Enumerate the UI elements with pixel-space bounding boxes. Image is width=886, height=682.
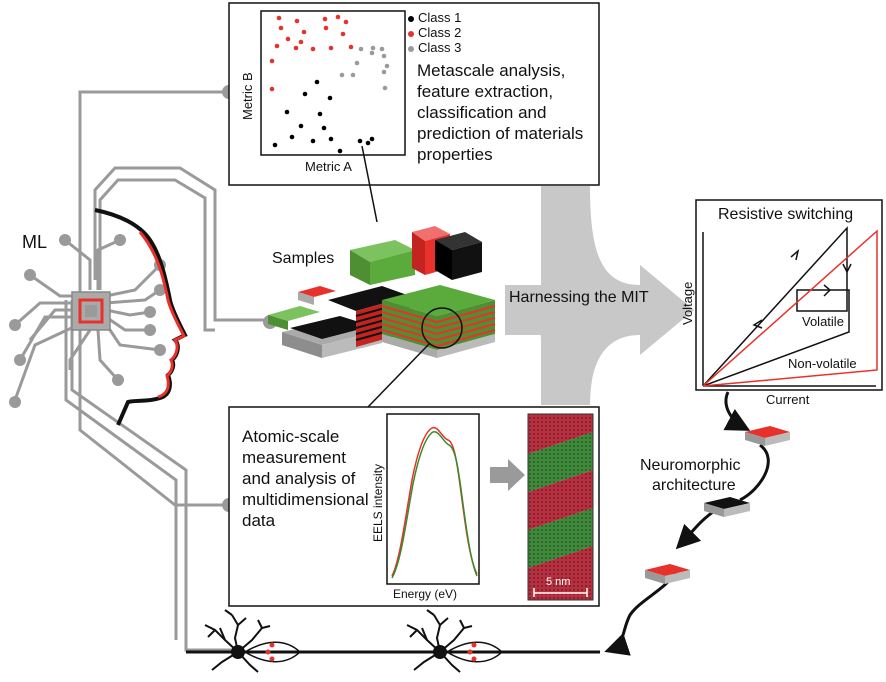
scatter-point xyxy=(337,148,343,154)
scatter-points xyxy=(269,14,390,154)
switching-panel xyxy=(695,199,883,391)
scatter-point xyxy=(310,138,316,144)
scatter-point xyxy=(310,46,316,52)
scatter-point xyxy=(370,45,376,51)
scatter-point xyxy=(350,72,356,78)
scatter-point xyxy=(323,25,329,31)
scatter-point xyxy=(327,95,333,101)
switching-title: Resistive switching xyxy=(718,206,854,223)
neuron-1 xyxy=(204,609,302,673)
curve-direction-arrows xyxy=(752,248,852,329)
scatter-point xyxy=(298,123,304,129)
scatter-point xyxy=(381,69,387,75)
current-axis-label: Current xyxy=(766,392,810,407)
scatter-point xyxy=(269,86,275,92)
scatter-point xyxy=(348,44,354,50)
voltage-axis-label: Voltage xyxy=(680,281,695,325)
atomic-lattice-image xyxy=(527,413,594,601)
scatter-point xyxy=(381,53,387,59)
scatter-point xyxy=(328,136,334,142)
legend-class-1: Class 1 xyxy=(408,10,461,25)
eels-intensity-label: EELS intensity xyxy=(371,463,385,542)
scatter-point xyxy=(335,14,341,20)
scatter-point xyxy=(339,72,345,78)
neuromorphic-label: Neuromorphic architecture xyxy=(640,457,741,494)
scatter-point xyxy=(314,79,320,85)
scatter-point xyxy=(354,60,360,66)
circuit-wires xyxy=(64,90,270,652)
neuron-2 xyxy=(406,609,504,673)
eels-plot-frame xyxy=(386,413,480,585)
nonvolatile-label: Non-volatile xyxy=(788,356,857,371)
neuron-network xyxy=(186,609,600,673)
neuromorphic-chain xyxy=(604,391,790,656)
scatter-point xyxy=(294,18,300,24)
scatter-point xyxy=(298,39,304,45)
scatter-point xyxy=(289,134,295,140)
scatter-point xyxy=(322,16,328,22)
scatter-point xyxy=(384,63,390,69)
ml-label: ML xyxy=(22,232,48,252)
scatter-point xyxy=(321,125,327,131)
eels-spectrum-green xyxy=(391,431,478,579)
metric-b-label: Metric B xyxy=(240,72,255,120)
samples-illustration xyxy=(268,226,496,358)
metascale-description: Metascale analysis, feature extraction, … xyxy=(417,61,584,164)
scatter-point xyxy=(276,15,282,21)
harnessing-arrow xyxy=(505,186,694,405)
scatter-point xyxy=(369,50,375,56)
sample-pointer-line xyxy=(361,145,378,223)
gray-right-arrow xyxy=(490,459,525,491)
volatile-label: Volatile xyxy=(802,314,844,329)
scatter-point xyxy=(358,46,364,52)
zoom-pointer-line xyxy=(367,342,431,408)
scatter-point xyxy=(328,45,334,51)
legend-class-2: Class 2 xyxy=(408,25,461,40)
scatter-point xyxy=(302,91,308,97)
legend-class-3: Class 3 xyxy=(408,40,461,55)
scatter-point xyxy=(357,138,363,144)
harnessing-label: Harnessing the MIT xyxy=(509,289,649,306)
scatter-point xyxy=(301,29,307,35)
nonvolatile-curve xyxy=(702,229,878,387)
scatter-point xyxy=(369,136,375,142)
energy-axis-label: Energy (eV) xyxy=(393,587,458,601)
scatter-point xyxy=(274,43,280,49)
face-profile-highlight xyxy=(138,231,187,399)
scatter-point xyxy=(293,45,299,51)
scatter-point xyxy=(317,111,323,117)
ml-chip xyxy=(9,234,166,408)
switching-axes xyxy=(702,232,876,387)
scatter-point xyxy=(340,31,346,37)
atomic-description: Atomic-scale measurement and analysis of… xyxy=(242,427,369,530)
samples-label: Samples xyxy=(272,250,335,267)
scatter-plot-frame xyxy=(260,10,406,156)
scatter-point xyxy=(284,109,290,115)
scatter-point xyxy=(272,142,278,148)
scale-bar-label: 5 nm xyxy=(546,576,571,588)
scatter-point xyxy=(379,46,385,52)
metric-a-label: Metric A xyxy=(305,159,352,174)
scatter-point xyxy=(278,25,284,31)
volatile-curve xyxy=(702,226,850,387)
scatter-point xyxy=(365,140,371,146)
scatter-point xyxy=(382,85,388,91)
scatter-point xyxy=(285,36,291,42)
scatter-point xyxy=(269,58,275,64)
scatter-point xyxy=(343,19,349,25)
